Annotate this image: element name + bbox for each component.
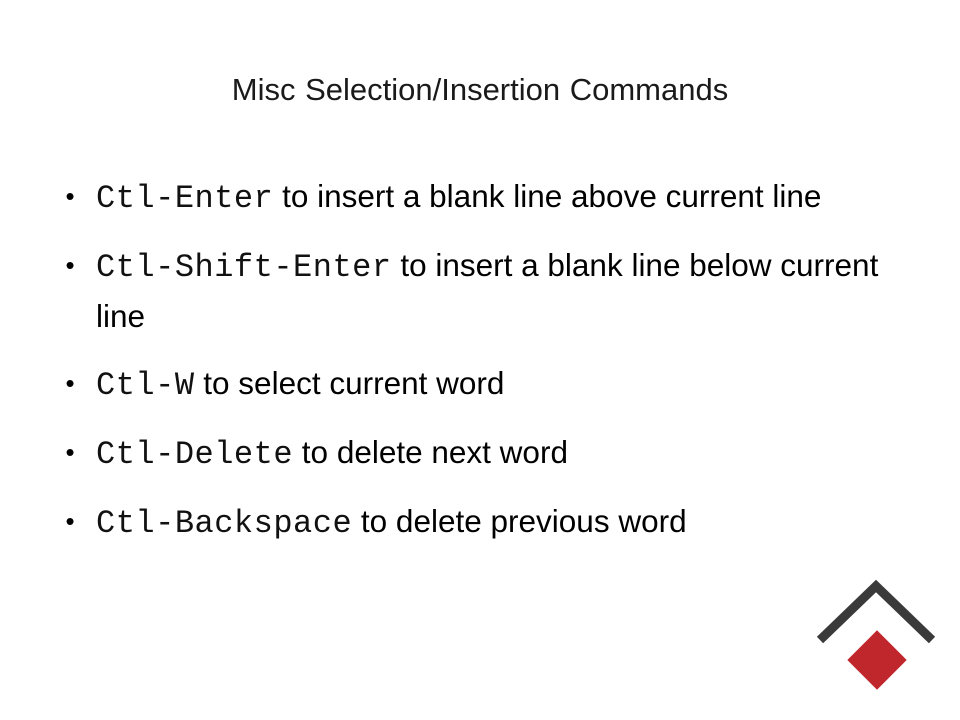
bullet-icon: • <box>65 506 75 536</box>
command-text: Ctl-Backspace <box>96 505 353 542</box>
logo-chevron <box>816 579 936 644</box>
command-description: to insert a blank line below current lin… <box>96 247 879 334</box>
bullet-icon: • <box>65 437 75 467</box>
logo-diamond <box>847 630 907 690</box>
command-description: to delete next word <box>301 434 568 470</box>
command-text: Ctl-Enter <box>96 180 274 217</box>
bullet-item: • Ctl-Backspace to delete previous word <box>60 497 880 548</box>
bullet-item: • Ctl-Delete to delete next word <box>60 428 880 479</box>
chevron-diamond-logo-icon <box>816 579 936 690</box>
command-text: Ctl-Shift-Enter <box>96 249 392 286</box>
bullet-icon: • <box>65 181 75 211</box>
command-text: Ctl-Delete <box>96 436 294 473</box>
bullet-icon: • <box>65 250 75 280</box>
command-description: to insert a blank line above current lin… <box>282 178 822 214</box>
bullet-item: • Ctl-Enter to insert a blank line above… <box>60 172 880 223</box>
command-description: to delete previous word <box>360 503 687 539</box>
command-text: Ctl-W <box>96 367 195 404</box>
slide-title: Misc Selection/Insertion Commands <box>231 72 729 107</box>
command-description: to select current word <box>203 365 505 401</box>
bullet-item: • Ctl-W to select current word <box>60 359 880 410</box>
bullet-list: • Ctl-Enter to insert a blank line above… <box>60 172 880 566</box>
bullet-item: • Ctl-Shift-Enter to insert a blank line… <box>60 241 880 341</box>
bullet-icon: • <box>65 368 75 398</box>
